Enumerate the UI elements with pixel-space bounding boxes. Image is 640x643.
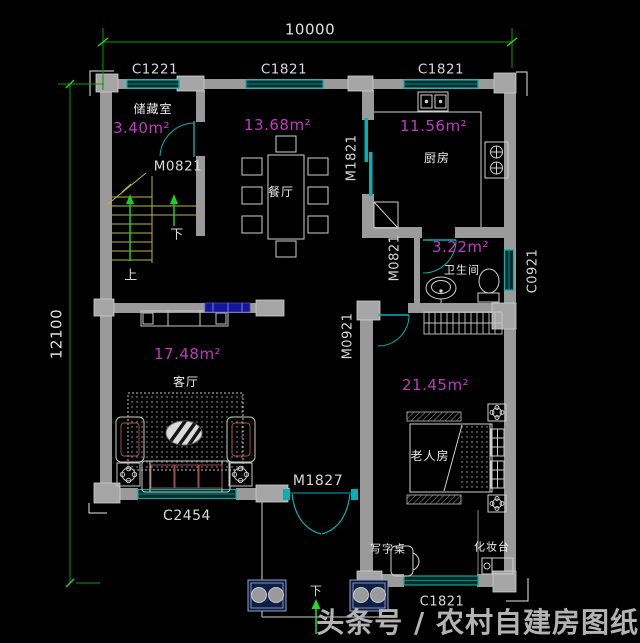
door-entry-m1827 (283, 489, 358, 535)
dimension-height-label: 12100 (47, 308, 66, 360)
columns (93, 72, 517, 593)
door-label-kitchen: M1821 (344, 134, 360, 182)
furniture-label-dresser: 化妆台 (474, 540, 510, 554)
door-bedroom-m0921 (377, 314, 410, 347)
area-label-kitchen: 11.56m² (400, 117, 468, 135)
room-label-kitchen: 厨房 (423, 151, 451, 165)
room-label-storage: 储藏室 (133, 102, 173, 116)
stairs-direction-arrows (126, 194, 178, 261)
door-storage-m0821 (159, 121, 195, 157)
stairs-down-label: 下 (170, 227, 184, 243)
door-label-entry: M1827 (292, 473, 344, 489)
window-label-c1221: C1221 (131, 61, 179, 78)
refrigerator (373, 201, 399, 229)
window-label-c1821-bottom: C1821 (419, 594, 465, 610)
area-label-living: 17.48m² (154, 345, 222, 363)
window-label-c2454: C2454 (163, 508, 211, 524)
window-label-c1821-top-mid: C1821 (260, 61, 308, 78)
dining-table-set (241, 135, 329, 258)
door-kitchen-sliding-m1821 (364, 118, 373, 196)
dimension-width-label: 10000 (284, 20, 336, 39)
window-c0921 (503, 249, 515, 291)
side-tables (116, 462, 253, 487)
porch-columns (247, 579, 389, 612)
window-c1221 (126, 79, 180, 89)
armchairs (115, 416, 256, 463)
entry-step-label: 下 (309, 584, 323, 598)
windows-group (126, 79, 515, 586)
watermark: 头条号 / 农村自建房图纸 (316, 606, 639, 639)
tv (204, 302, 251, 313)
dimension-lines (58, 28, 518, 588)
window-label-c0921: C0921 (525, 248, 541, 294)
door-label-storage: M0821 (153, 158, 203, 175)
toilet (477, 268, 500, 303)
area-label-bedroom: 21.45m² (402, 376, 470, 394)
stove (484, 141, 509, 179)
kitchen-counter (374, 111, 482, 227)
area-label-dining: 13.68m² (244, 116, 312, 134)
stairs-up-label: 上 (124, 268, 138, 284)
window-c2454 (137, 488, 237, 500)
room-label-dining: 餐厅 (267, 185, 295, 199)
tv-cabinet (140, 310, 229, 327)
doors-group (159, 118, 457, 535)
writing-desk (390, 545, 420, 577)
area-label-storage: 3.40m² (113, 119, 171, 137)
room-label-living: 客厅 (172, 375, 200, 389)
door-label-bedroom: M0921 (340, 312, 356, 360)
corner-brackets (88, 70, 529, 602)
area-label-bathroom: 3.22m² (432, 238, 490, 256)
bed (406, 411, 505, 505)
room-label-bathroom: 卫生间 (444, 263, 480, 277)
window-c1821-top-right (403, 79, 479, 89)
room-label-bedroom: 老人房 (410, 449, 450, 463)
furniture-label-desk: 写字桌 (370, 542, 406, 556)
coffee-table (165, 420, 203, 446)
bathroom-sink (425, 276, 457, 303)
door-label-bathroom: M0821 (387, 234, 403, 282)
sofa (141, 460, 231, 493)
door-bathroom-m0821 (422, 239, 457, 274)
dressing-table (477, 510, 514, 575)
nightstands (487, 403, 507, 513)
window-label-c1821-top-right: C1821 (417, 61, 465, 78)
window-c1821-top-mid (245, 79, 324, 89)
wardrobe (423, 311, 503, 335)
window-c1821-bottom (403, 575, 479, 586)
entry-direction-arrow (311, 599, 321, 634)
kitchen-sink (417, 91, 449, 112)
stairs (107, 172, 197, 263)
